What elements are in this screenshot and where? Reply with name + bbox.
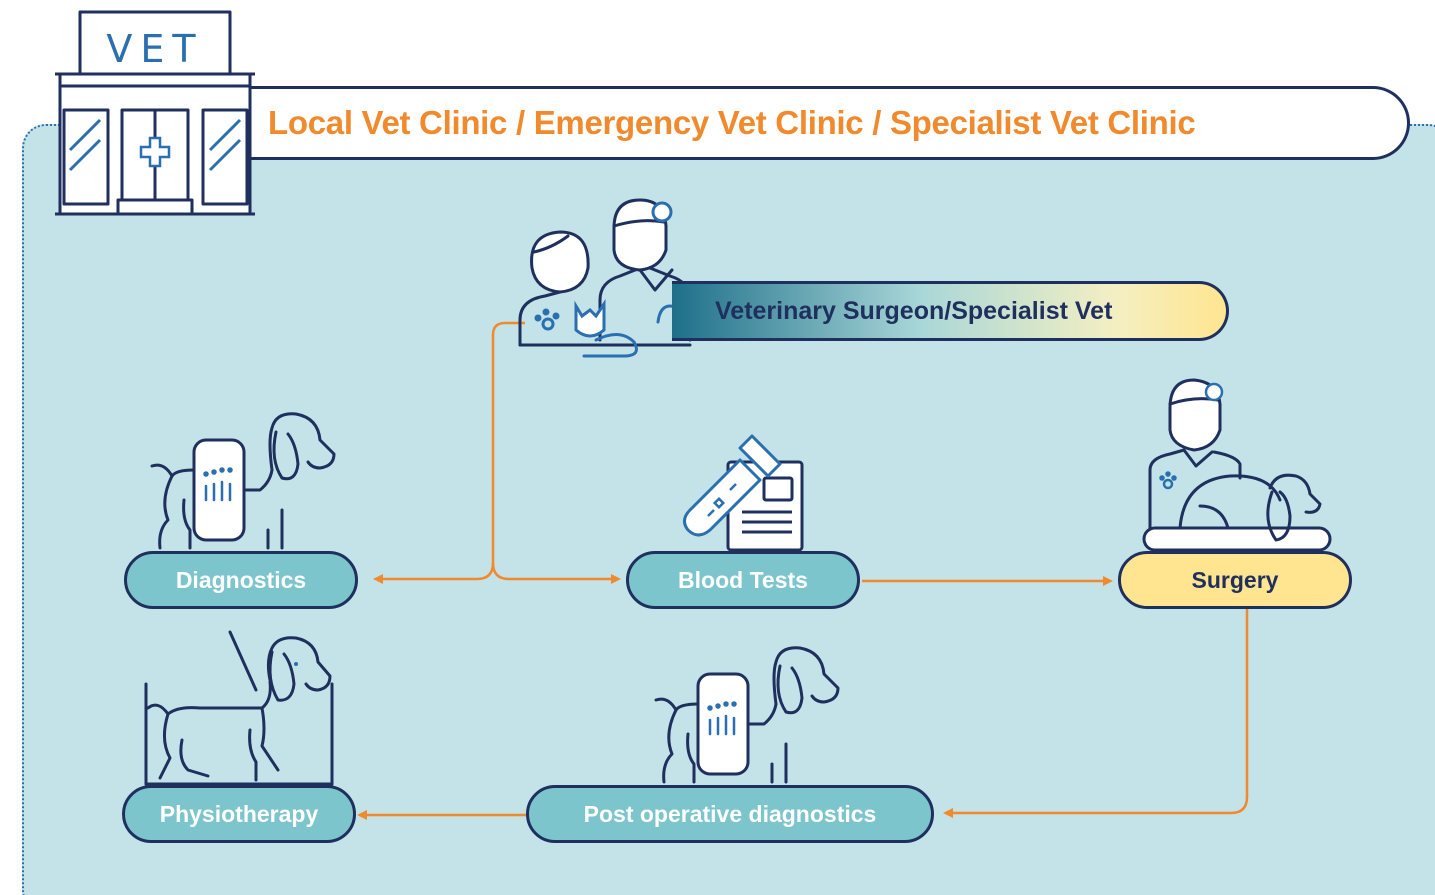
connector-vet-to-branch (491, 321, 525, 563)
node-surgery: Surgery (1118, 551, 1352, 609)
vet-clinic-building-icon (55, 10, 255, 216)
arrow-surgery-to-post-operative (943, 608, 1249, 818)
vet-sign-text: VET (106, 27, 204, 71)
node-diagnostics: Diagnostics (124, 551, 358, 609)
title-bar: Local Vet Clinic / Emergency Vet Clinic … (240, 86, 1410, 160)
arrow-to-blood-tests (491, 562, 621, 584)
node-post-operative-diagnostics: Post operative diagnostics (526, 785, 934, 843)
page-title: Local Vet Clinic / Emergency Vet Clinic … (268, 104, 1196, 141)
node-blood-tests: Blood Tests (626, 551, 860, 609)
node-physiotherapy: Physiotherapy (122, 785, 356, 843)
vet-role-label: Veterinary Surgeon/Specialist Vet (672, 281, 1229, 341)
